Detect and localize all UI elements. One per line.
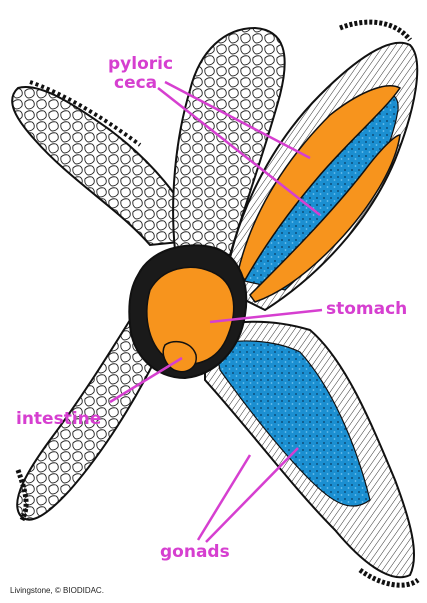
gonads-pointer-2 [206,448,298,542]
label-ceca: ceca [114,74,157,93]
arm-upper-left [12,87,200,245]
gonads-pointer-1 [198,455,250,540]
arm-upper-right-tip [340,22,410,40]
image-credit: Livingstone, © BIODIDAC. [10,586,104,595]
label-stomach: stomach [326,300,407,319]
label-gonads: gonads [160,543,230,562]
label-intestine: intestine [16,410,101,429]
label-pyloric: pyloric [108,55,173,74]
